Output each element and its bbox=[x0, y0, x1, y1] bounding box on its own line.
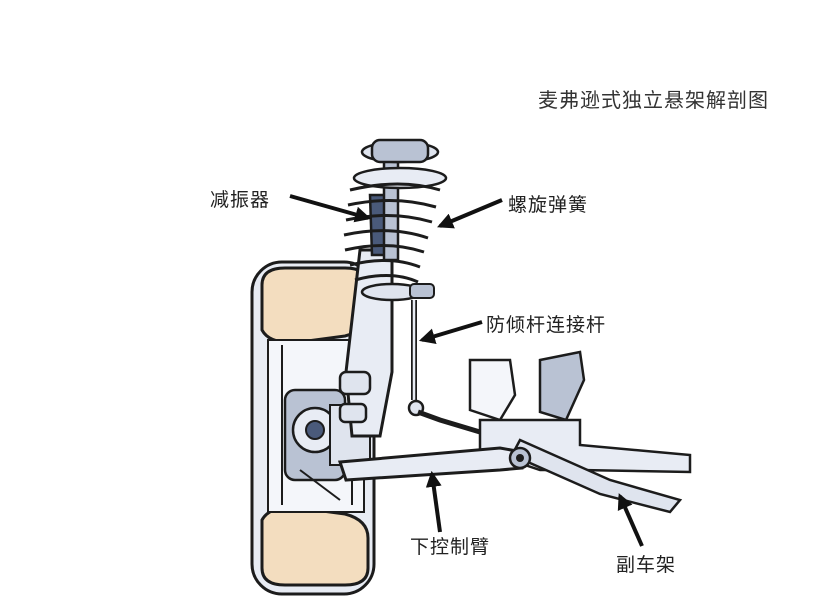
lower-control-arm-body bbox=[337, 446, 532, 482]
diagram-title: 麦弗逊式独立悬架解剖图 bbox=[538, 88, 769, 112]
top-mount bbox=[352, 138, 448, 190]
label-stabilizer-link: 防倾杆连接杆 bbox=[486, 314, 607, 336]
arrow-stabilizer-link bbox=[418, 320, 483, 344]
label-coil-spring: 螺旋弹簧 bbox=[508, 194, 589, 216]
arrow-coil-spring bbox=[437, 198, 503, 229]
subframe bbox=[468, 350, 692, 514]
arrow-shock-absorber bbox=[289, 194, 372, 223]
label-lower-control-arm: 下控制臂 bbox=[410, 536, 491, 558]
label-subframe: 副车架 bbox=[616, 554, 677, 576]
arrow-subframe bbox=[617, 493, 644, 547]
piston-rod bbox=[382, 148, 400, 262]
tire-lower-bead bbox=[260, 506, 370, 587]
arrow-lower-control-arm bbox=[425, 470, 442, 533]
callout-arrows bbox=[289, 194, 644, 547]
stabilizer-link-rod bbox=[407, 300, 481, 435]
label-shock-absorber: 减振器 bbox=[210, 189, 271, 211]
spring-seat bbox=[360, 282, 435, 302]
coil-spring bbox=[343, 182, 441, 284]
